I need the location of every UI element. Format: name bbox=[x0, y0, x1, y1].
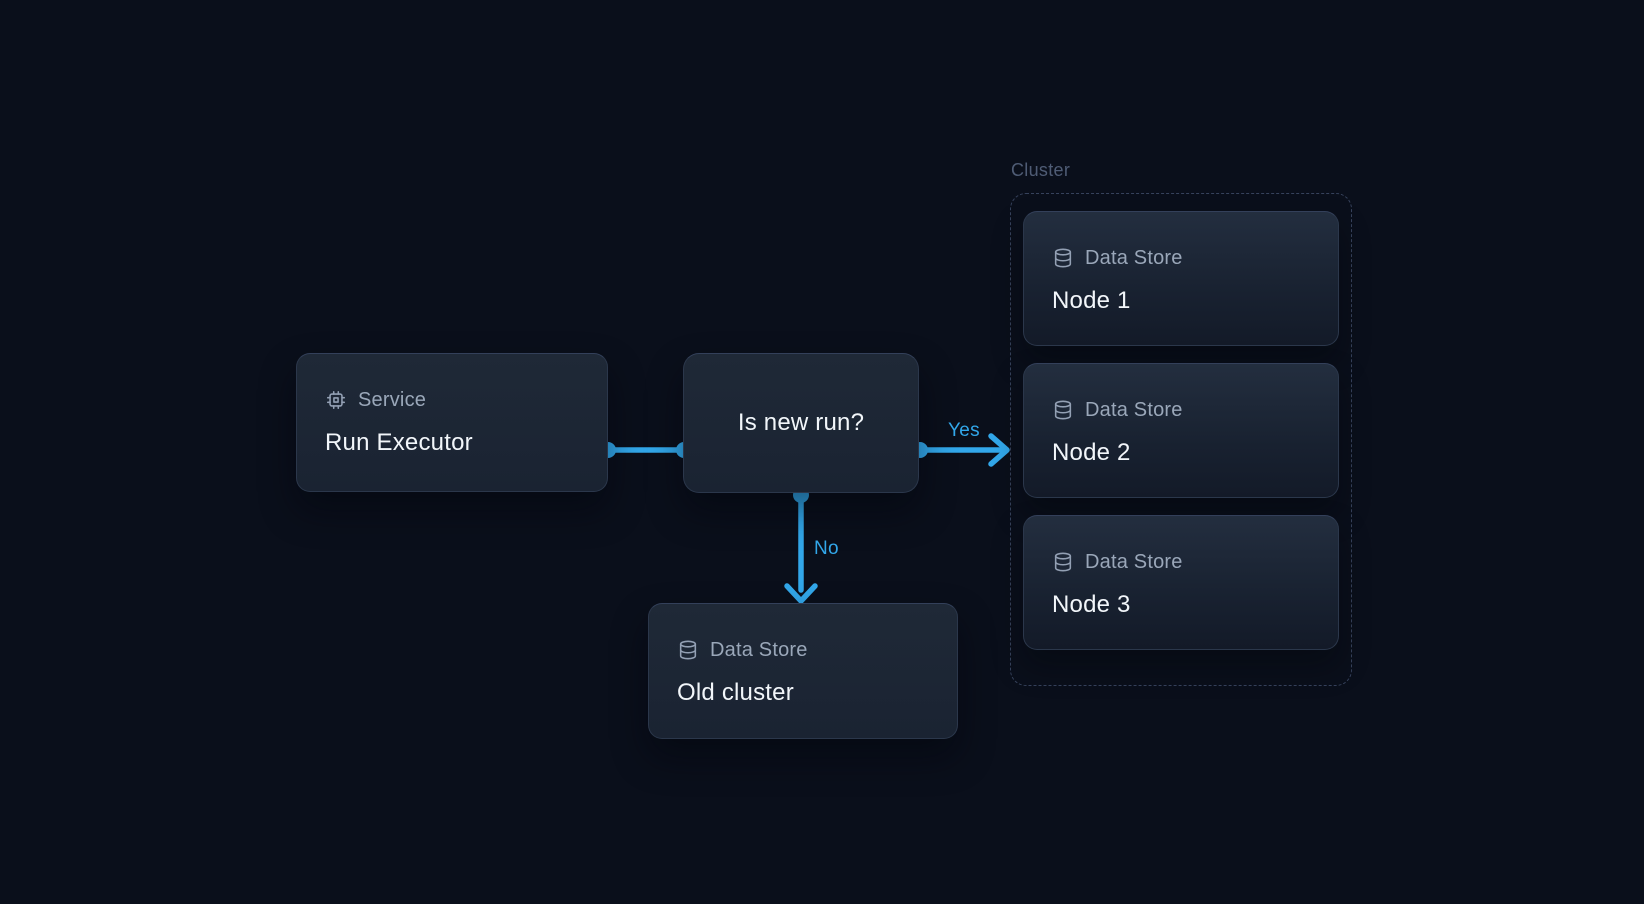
database-icon bbox=[1052, 247, 1074, 269]
node-decision-is-new-run[interactable]: Is new run? bbox=[683, 353, 919, 493]
edge-label-no: No bbox=[814, 538, 839, 559]
edge-label-yes: Yes bbox=[948, 420, 980, 441]
node-type-label: Data Store bbox=[710, 639, 808, 661]
node-title: Run Executor bbox=[325, 429, 473, 456]
node-title: Node 3 bbox=[1052, 591, 1131, 618]
node-type-row: Data Store bbox=[677, 638, 927, 662]
chip-icon bbox=[325, 389, 347, 411]
node-title: Node 1 bbox=[1052, 287, 1131, 314]
node-cluster-node-1[interactable]: Data Store Node 1 bbox=[1023, 211, 1339, 346]
node-run-executor[interactable]: Service Run Executor bbox=[296, 353, 608, 492]
node-type-row: Data Store bbox=[1052, 246, 1308, 270]
cluster-container: Data Store Node 1 Data Store Node 2 bbox=[1010, 193, 1352, 686]
node-type-label: Data Store bbox=[1085, 551, 1183, 573]
node-cluster-node-2[interactable]: Data Store Node 2 bbox=[1023, 363, 1339, 498]
arrowhead-right-icon bbox=[988, 433, 1010, 467]
database-icon bbox=[1052, 551, 1074, 573]
node-type-label: Service bbox=[358, 389, 427, 411]
edge-decision-no-to-old-cluster bbox=[784, 487, 818, 604]
node-type-label: Data Store bbox=[1085, 399, 1183, 421]
node-title: Old cluster bbox=[677, 679, 794, 706]
node-type-row: Service bbox=[325, 388, 577, 412]
database-icon bbox=[677, 639, 699, 661]
node-title: Node 2 bbox=[1052, 439, 1131, 466]
node-type-label: Data Store bbox=[1085, 247, 1183, 269]
decision-question: Is new run? bbox=[737, 409, 865, 436]
node-type-row: Data Store bbox=[1052, 550, 1308, 574]
database-icon bbox=[1052, 399, 1074, 421]
cluster-label: Cluster bbox=[1011, 160, 1071, 180]
node-type-row: Data Store bbox=[1052, 398, 1308, 422]
node-cluster-node-3[interactable]: Data Store Node 3 bbox=[1023, 515, 1339, 650]
arrowhead-down-icon bbox=[784, 583, 818, 604]
node-old-cluster[interactable]: Data Store Old cluster bbox=[648, 603, 958, 739]
edge-service-to-decision bbox=[600, 442, 692, 458]
